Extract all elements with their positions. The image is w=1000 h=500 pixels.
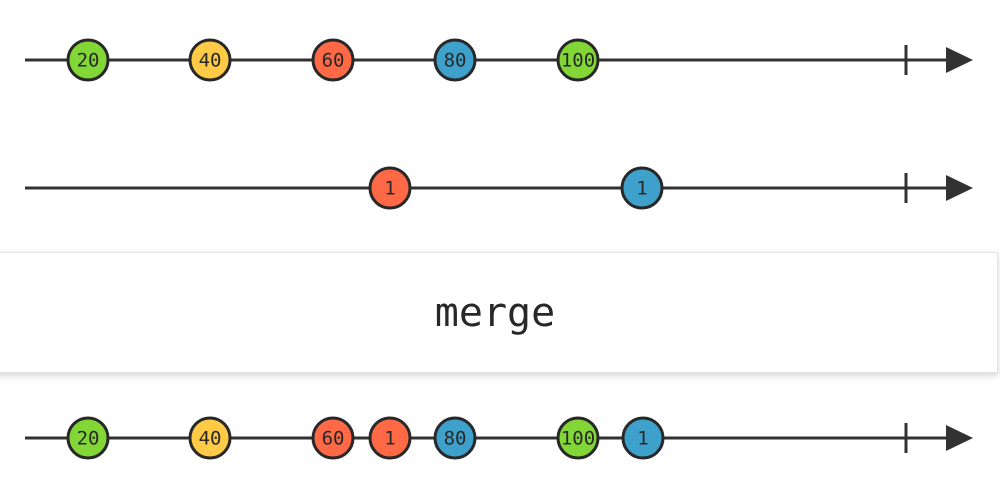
- marble-circle: [311, 416, 355, 460]
- marble-circle: [433, 416, 477, 460]
- marble-circle: [368, 166, 412, 210]
- marble-circle: [556, 416, 600, 460]
- operator-box: merge: [0, 252, 998, 373]
- marble-circle: [66, 416, 110, 460]
- timeline-source-1: 20 40 60 80 100: [25, 38, 973, 82]
- marble-circle: [620, 166, 664, 210]
- arrowhead-icon: [946, 425, 973, 451]
- marble-20[interactable]: 20: [66, 38, 110, 82]
- marble-1[interactable]: 1: [368, 416, 412, 460]
- marble-100[interactable]: 100: [556, 416, 600, 460]
- marble-60[interactable]: 60: [311, 38, 355, 82]
- marble-100[interactable]: 100: [556, 38, 600, 82]
- timeline-output: 20 40 60 1 80 100 1: [25, 416, 973, 460]
- marble-circle: [66, 38, 110, 82]
- marble-circle: [188, 416, 232, 460]
- marble-20[interactable]: 20: [66, 416, 110, 460]
- marble-80[interactable]: 80: [433, 38, 477, 82]
- marble-circle: [368, 416, 412, 460]
- arrowhead-icon: [946, 175, 973, 201]
- marble-circle: [556, 38, 600, 82]
- marble-40[interactable]: 40: [188, 416, 232, 460]
- operator-label: merge: [434, 289, 556, 336]
- marble-1[interactable]: 1: [368, 166, 412, 210]
- marble-80[interactable]: 80: [433, 416, 477, 460]
- arrowhead-icon: [946, 47, 973, 73]
- marble-circle: [433, 38, 477, 82]
- marble-circle: [311, 38, 355, 82]
- marble-circle: [621, 416, 665, 460]
- marble-60[interactable]: 60: [311, 416, 355, 460]
- marble-1[interactable]: 1: [621, 416, 665, 460]
- marble-40[interactable]: 40: [188, 38, 232, 82]
- marble-circle: [188, 38, 232, 82]
- marble-1[interactable]: 1: [620, 166, 664, 210]
